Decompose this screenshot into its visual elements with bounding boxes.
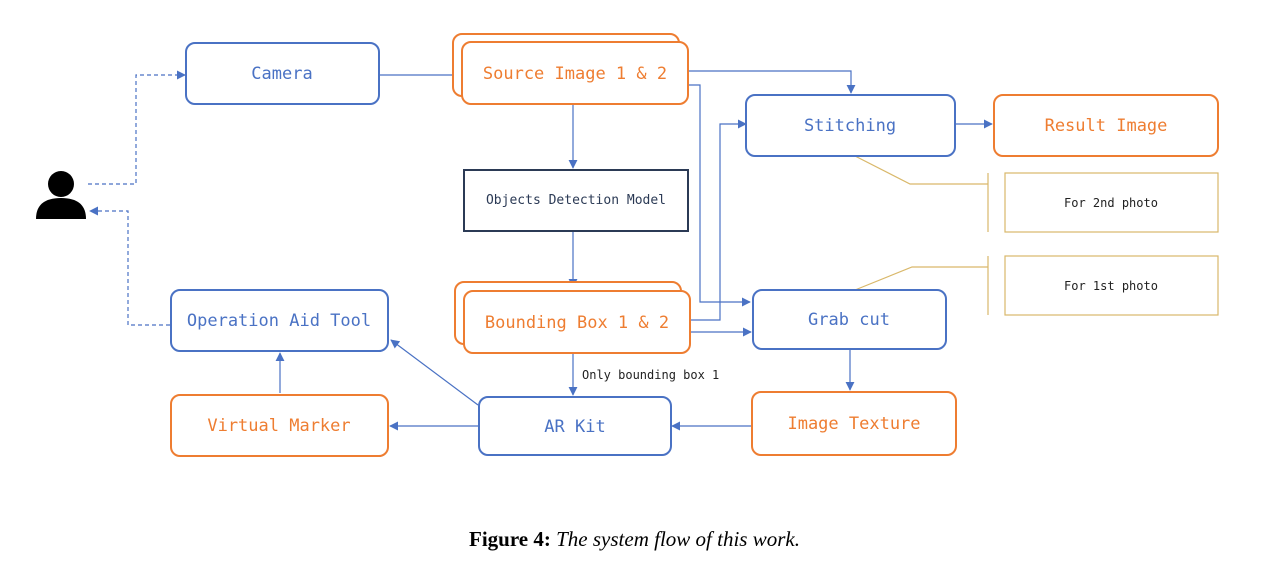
- edge-label-only-bounding-box: Only bounding box 1: [582, 368, 719, 382]
- node-result-image: Result Image: [993, 94, 1219, 157]
- edge-aid-to-user: [89, 206, 170, 326]
- node-source-image-label: Source Image 1 & 2: [483, 64, 667, 84]
- note-1st-photo-label: For 1st photo: [1064, 279, 1158, 293]
- figure-number: Figure 4:: [469, 527, 551, 551]
- figure-caption-text: The system flow of this work.: [556, 527, 800, 551]
- figure-caption: Figure 4: The system flow of this work.: [0, 527, 1269, 552]
- edge-source-to-stitching: [688, 70, 856, 94]
- node-virtual-marker: Virtual Marker: [170, 394, 389, 457]
- node-operation-aid-tool-label: Operation Aid Tool: [187, 311, 371, 331]
- node-bounding-box: Bounding Box 1 & 2: [454, 281, 691, 354]
- node-ar-kit-label: AR Kit: [544, 417, 605, 437]
- node-image-texture: Image Texture: [751, 391, 957, 456]
- edge-bbox-to-stitching: [690, 119, 747, 321]
- node-virtual-marker-label: Virtual Marker: [207, 416, 350, 436]
- node-grab-cut-label: Grab cut: [808, 310, 890, 330]
- edge-arkit-to-aid: [390, 339, 479, 406]
- system-flow-diagram: Camera Source Image 1 & 2 Stitching Resu…: [36, 33, 1219, 457]
- node-operation-aid-tool: Operation Aid Tool: [170, 289, 389, 352]
- edge-user-to-camera: [88, 70, 186, 185]
- callout-stitching-note: [854, 155, 988, 185]
- node-stitching-label: Stitching: [804, 116, 896, 136]
- edge-source-to-grabcut: [688, 84, 751, 307]
- note-1st-photo: For 1st photo: [1004, 255, 1219, 316]
- node-source-image: Source Image 1 & 2: [452, 33, 689, 105]
- node-image-texture-label: Image Texture: [787, 414, 920, 434]
- node-objects-detection-label: Objects Detection Model: [486, 193, 666, 208]
- node-result-image-label: Result Image: [1045, 116, 1168, 136]
- node-stitching: Stitching: [745, 94, 956, 157]
- node-objects-detection: Objects Detection Model: [463, 169, 689, 232]
- node-ar-kit: AR Kit: [478, 396, 672, 456]
- note-2nd-photo: For 2nd photo: [1004, 172, 1219, 233]
- person-icon: [36, 171, 86, 219]
- callout-grabcut-note: [854, 266, 988, 291]
- node-grab-cut: Grab cut: [752, 289, 947, 350]
- node-bounding-box-label: Bounding Box 1 & 2: [485, 313, 669, 333]
- node-camera: Camera: [185, 42, 380, 105]
- note-2nd-photo-label: For 2nd photo: [1064, 196, 1158, 210]
- node-camera-label: Camera: [251, 64, 312, 84]
